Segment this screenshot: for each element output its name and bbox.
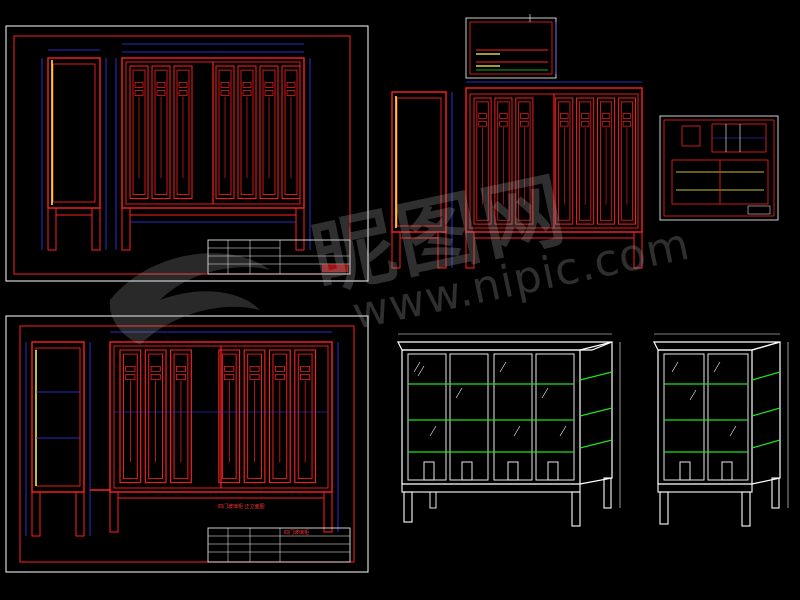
- drawing-elevation-3: [391, 14, 643, 269]
- sheet2-side-section: [25, 341, 91, 537]
- drawing-render-small: [653, 333, 789, 527]
- drawing-detail-inset: [659, 115, 779, 221]
- drawing-render-large: [397, 333, 621, 527]
- elevation3-front: [465, 81, 643, 269]
- sheet1-front-elevation: [115, 43, 311, 251]
- watermark-logo: [109, 253, 270, 345]
- drawing-sheet-2: [5, 315, 369, 573]
- sheet2-front-note: 四门玻璃柜 正立面图: [218, 504, 265, 510]
- top-inset-sheet: [465, 14, 557, 79]
- drawing-sheet-1: [5, 25, 369, 282]
- sheet1-title-block: [207, 239, 351, 275]
- sheet1-side-elevation: [41, 49, 107, 251]
- elevation3-side: [391, 91, 453, 269]
- sheet2-front-section: [90, 331, 339, 533]
- sheet2-title-block: [207, 527, 351, 563]
- sheet2-title-block-label: 四门玻璃柜: [284, 530, 310, 536]
